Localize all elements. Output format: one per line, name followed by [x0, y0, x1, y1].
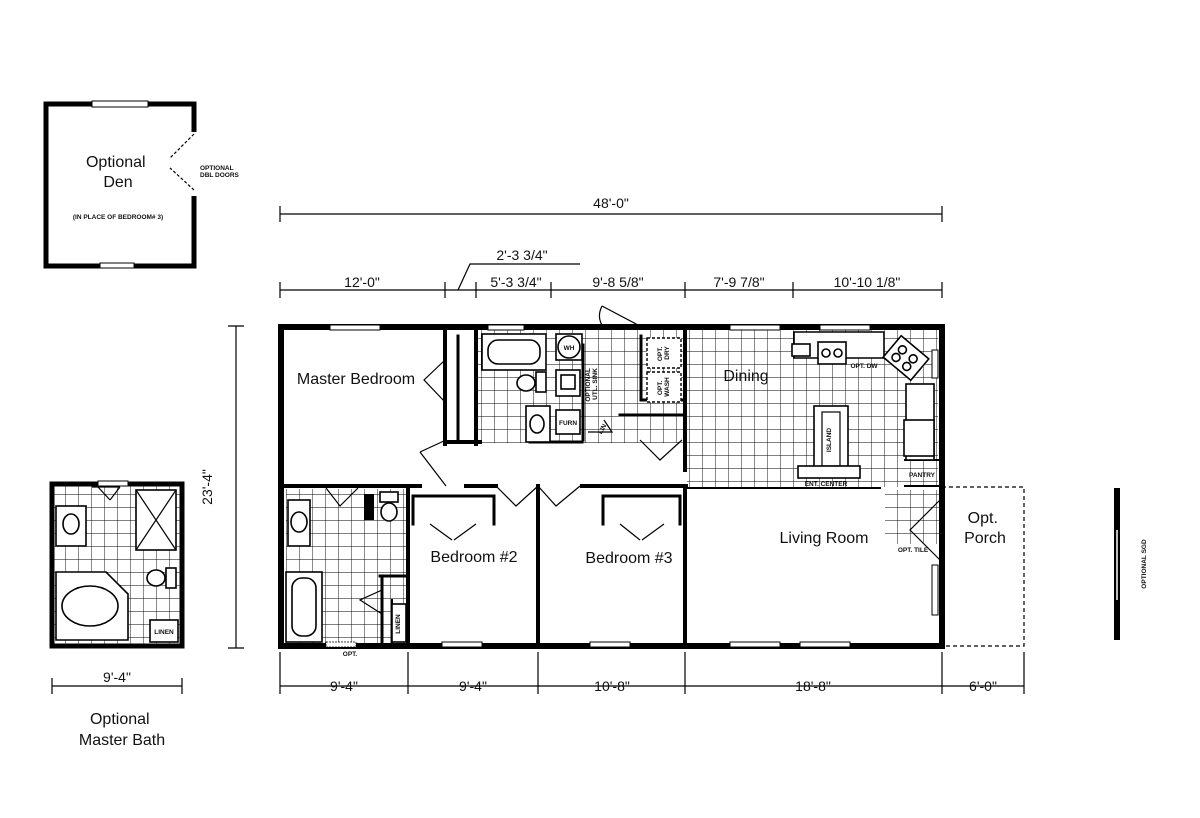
optional-sgd: OPTIONAL SGD [1114, 488, 1148, 640]
bottom-dim-4: 18'-8" [795, 678, 831, 694]
den-title: Optional Den [86, 154, 150, 191]
bottom-dim-3: 10'-8" [594, 678, 630, 694]
doors [325, 305, 941, 615]
bottom-dim-1: 9'-4" [330, 678, 358, 694]
master-closet-door [423, 359, 446, 403]
bath-window [97, 480, 129, 487]
lower-toilet-tank [379, 491, 399, 503]
bottom-dim-2: 9'-4" [459, 678, 487, 694]
porch-label: Opt. Porch [964, 510, 1006, 547]
optional-util-sink-label: OPTIONAL UTL. SINK [585, 366, 599, 401]
bath-linen [149, 619, 179, 643]
kitchen-sink [817, 341, 847, 365]
opt-tile-label: OPT. TILE [898, 547, 929, 554]
refrigerator [903, 419, 935, 457]
master-door [419, 439, 447, 487]
room-labels: Master Bedroom Bedroom #2 Bedroom #3 Din… [297, 368, 1006, 567]
master-bedroom-label: Master Bedroom [297, 371, 415, 388]
den-note: (IN PLACE OF BEDROOM# 3) [73, 214, 163, 221]
overall-width-dim: 48'-0" [593, 195, 629, 211]
lower-sink-icon [290, 511, 308, 533]
top-dim-2: 2'-3 3/4" [496, 247, 547, 263]
bed2-door [495, 485, 539, 507]
top-dim-5: 7'-9 7/8" [713, 274, 764, 290]
bath-title: Optional Master Bath [79, 711, 165, 749]
bath-linen-label: LINEN [154, 629, 174, 636]
den-top-window [91, 100, 149, 108]
linen-door [358, 589, 383, 615]
bedroom3-label: Bedroom #3 [585, 550, 672, 567]
furn-label: FURN [559, 420, 577, 427]
entertainment-center [797, 465, 861, 479]
dimension-lines: 48'-0" 12'-0" 2'-3 3/4" 5'-3 3/4" 9'-8 5… [199, 195, 1025, 694]
fixtures: WH OPTIONAL UTL. SINK FURN OPT. DRY OPT.… [285, 331, 936, 658]
bed3-closet-door [619, 523, 665, 541]
top-dim-6: 10'-10 1/8" [834, 274, 901, 290]
porch-door [909, 499, 941, 561]
living-room-label: Living Room [780, 530, 869, 547]
top-dim-4: 9'-8 5/8" [592, 274, 643, 290]
pantry-label: PANTRY [909, 472, 936, 479]
wh-label: WH [564, 345, 575, 352]
optional-master-bath-inset: LINEN 9'-4" Optional Master Bath [49, 480, 185, 749]
opt-washer [646, 371, 682, 403]
top-dim-1: 12'-0" [344, 274, 380, 290]
corner-range [882, 334, 930, 382]
ent-center-label: ENT. CENTER [805, 481, 848, 488]
den-doors-note: OPTIONAL DBL DOORS [200, 165, 240, 179]
upper-toilet-icon [516, 374, 536, 392]
bath-toilet-icon [146, 569, 166, 587]
util-door [639, 439, 683, 461]
opt-dryer [646, 337, 682, 369]
opt-wash-label: OPT. WASH [657, 377, 671, 397]
upper-toilet-tank [535, 371, 547, 393]
lin-small-label: LIN [597, 423, 608, 436]
opt-dw-label: OPT. DW [850, 363, 878, 370]
bath-width-dim: 9'-4" [103, 669, 131, 685]
opt-dry-label: OPT. DRY [657, 345, 671, 361]
windows [325, 324, 939, 648]
furnace [555, 409, 581, 435]
sgd-note: OPTIONAL SGD [1141, 539, 1148, 589]
furn-door [588, 419, 614, 433]
top-dim-3: 5'-3 3/4" [490, 274, 541, 290]
opt-window-label: OPT. [343, 651, 358, 658]
overall-depth-dim: 23'-4" [199, 469, 215, 505]
bedroom2-label: Bedroom #2 [430, 549, 517, 566]
optional-den-inset: Optional Den (IN PLACE OF BEDROOM# 3) OP… [43, 100, 240, 269]
bath-toilet-tank [165, 567, 177, 589]
bed3-door [537, 485, 581, 507]
den-bottom-window [99, 262, 135, 269]
dining-label: Dining [723, 368, 768, 385]
hall-bath-door [325, 487, 359, 507]
bottom-dim-5: 6'-0" [969, 678, 997, 694]
den-double-doors [169, 133, 195, 191]
front-door [598, 305, 641, 329]
linen-label: LINEN [395, 614, 402, 634]
island-label: ISLAND [826, 428, 833, 453]
bath-linen-closet [391, 603, 407, 643]
bath-sink-icon [62, 513, 80, 535]
lower-toilet-icon [380, 502, 398, 522]
bed2-closet-door [429, 523, 477, 541]
kitchen-island [813, 405, 849, 473]
